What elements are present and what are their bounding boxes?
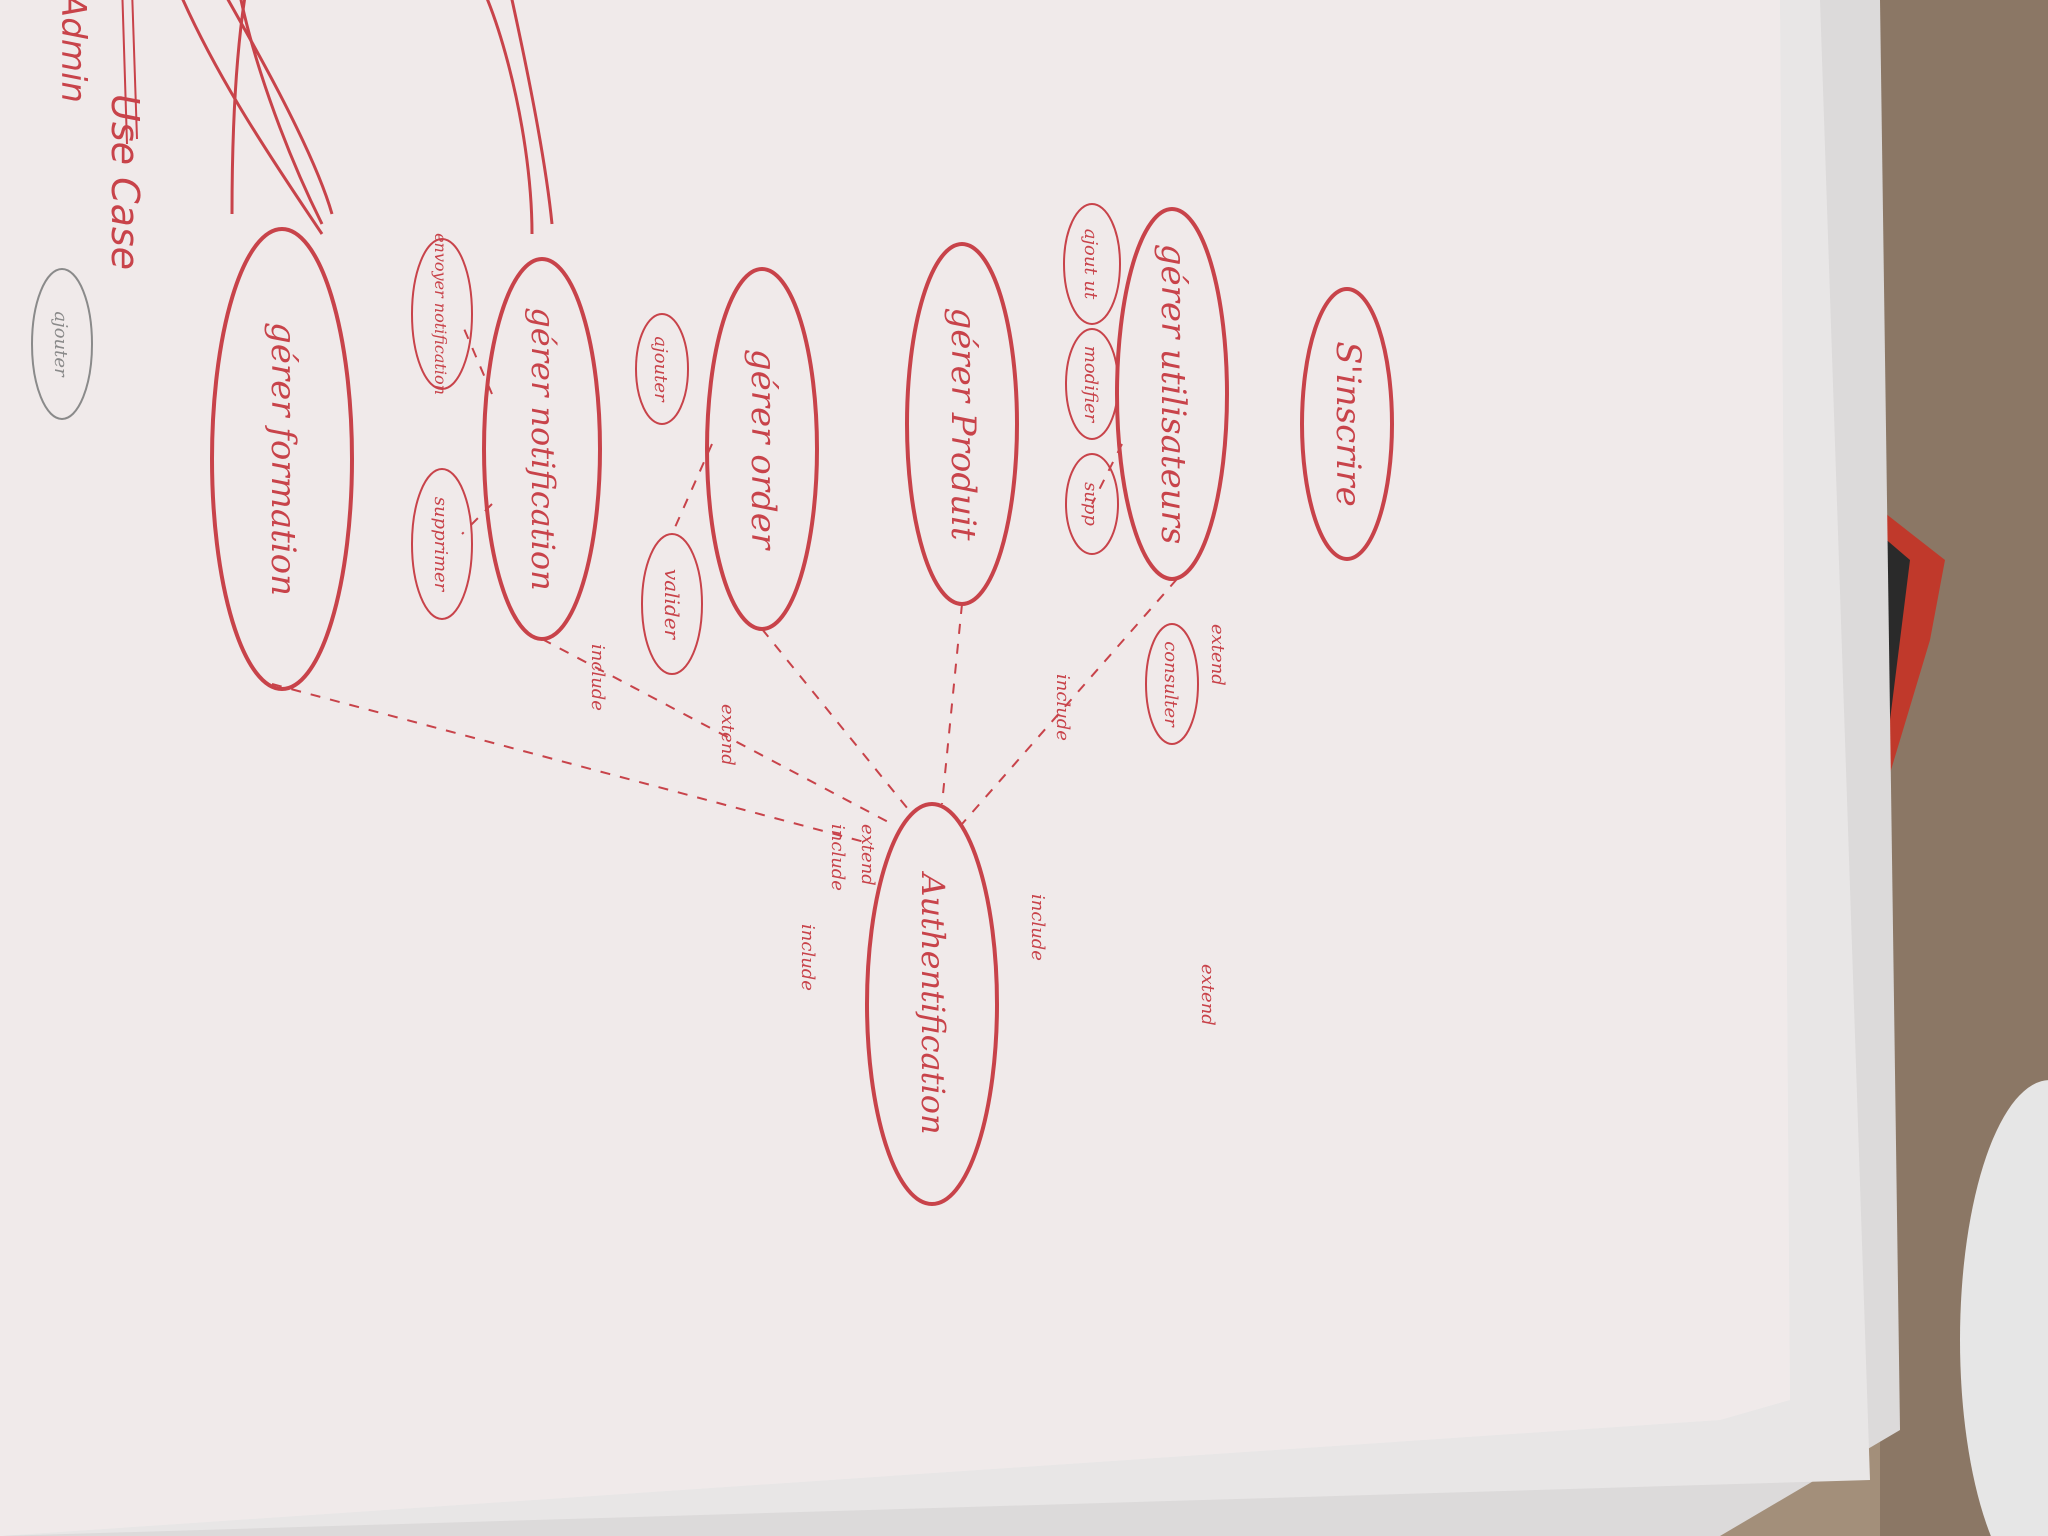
sub-case-supp-util: supp bbox=[1065, 453, 1119, 555]
use-case-label: gérer order bbox=[743, 349, 783, 551]
sub-case-label: ajout ut bbox=[1080, 229, 1101, 300]
use-case-diagram: Admin Use Case S'inscrire gére bbox=[31, 0, 1394, 1206]
sub-case-valider-order: valider bbox=[641, 533, 703, 675]
sub-case-label: modifier bbox=[1080, 346, 1101, 424]
sub-case-ajouter-order: ajouter bbox=[635, 313, 689, 425]
paper-sheet bbox=[0, 0, 1790, 1536]
use-case-label: gérer utilisateurs bbox=[1153, 244, 1193, 545]
use-case-label: gérer Produit bbox=[943, 307, 983, 540]
relation-label: include bbox=[827, 824, 848, 891]
association-lines bbox=[170, 0, 554, 235]
relation-lines bbox=[271, 323, 1178, 845]
use-case-label: S'inscrire bbox=[1328, 341, 1368, 506]
relation-label: include bbox=[1052, 674, 1073, 741]
sub-case-label: ajouter bbox=[650, 336, 671, 403]
sub-case-label: ajouter bbox=[50, 311, 71, 378]
use-case-label: gérer formation bbox=[263, 322, 303, 596]
relation-label: include bbox=[797, 924, 818, 991]
sub-case-supprimer-notif: supprimer bbox=[411, 468, 473, 620]
relation-label: extend bbox=[1207, 624, 1228, 686]
use-case-authentification: Authentification bbox=[865, 802, 999, 1206]
use-case-utilisateurs: gérer utilisateurs bbox=[1115, 207, 1229, 581]
sub-case-consulter: consulter bbox=[1145, 623, 1199, 745]
sub-case-label: envoyer notification bbox=[431, 233, 450, 395]
paper-shade bbox=[0, 0, 1790, 1536]
relation-label: include bbox=[1027, 894, 1048, 961]
sub-case-modifier-util: modifier bbox=[1065, 328, 1119, 440]
sub-case-label: valider bbox=[660, 569, 684, 641]
heading-underline-2 bbox=[131, 0, 138, 140]
sub-case-label: consulter bbox=[1160, 641, 1181, 728]
sub-case-ajouter-form: ajouter bbox=[31, 268, 93, 420]
sub-case-label: supp bbox=[1080, 482, 1101, 526]
relation-label: extend bbox=[717, 704, 738, 766]
use-case-label: Authentification bbox=[914, 870, 952, 1134]
relation-label: extend bbox=[857, 824, 878, 886]
use-case-label: gérer notification bbox=[524, 307, 562, 590]
cup-rim bbox=[1960, 1080, 2048, 1536]
use-case-inscrire: S'inscrire bbox=[1300, 287, 1394, 561]
sub-case-envoyer-notif: envoyer notification bbox=[411, 233, 473, 395]
sub-case-label: supprimer bbox=[430, 497, 451, 593]
sub-case-ajout-util: ajout ut bbox=[1063, 203, 1121, 325]
relation-label: include bbox=[587, 644, 608, 711]
heading-underline bbox=[121, 0, 128, 145]
diagram-heading: Use Case bbox=[103, 94, 147, 270]
actor-label: Admin bbox=[53, 0, 93, 103]
relation-label: extend bbox=[1197, 964, 1218, 1026]
use-case-formation: gérer formation bbox=[210, 227, 354, 691]
